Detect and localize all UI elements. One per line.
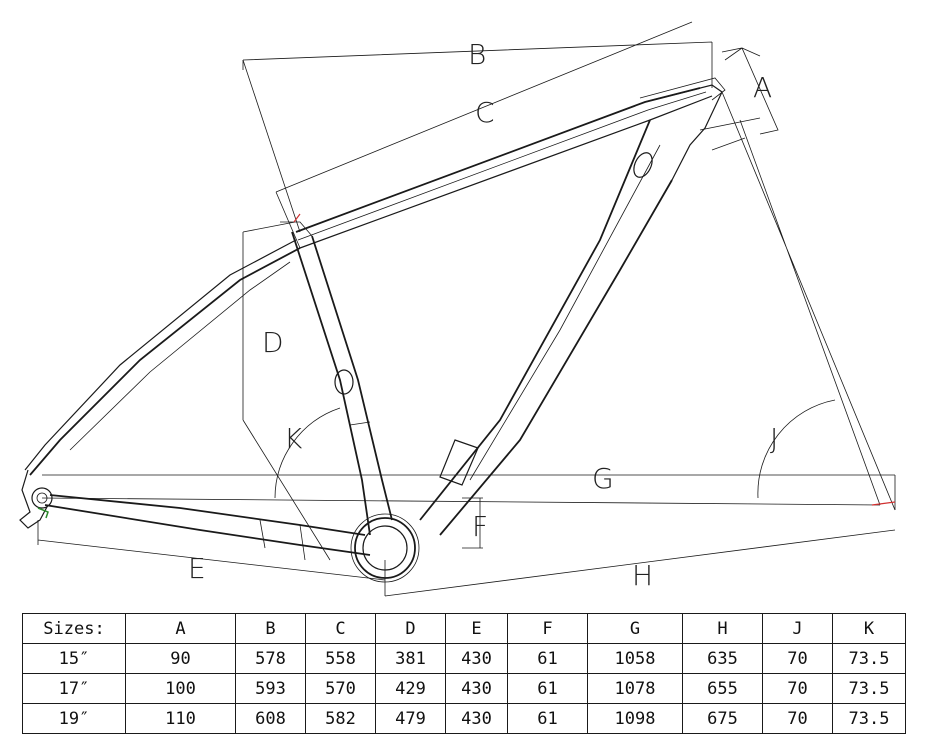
cell-f: 61 bbox=[507, 673, 588, 704]
label-h: H bbox=[632, 559, 653, 592]
cell-k: 73.5 bbox=[832, 643, 906, 674]
dimension-letters: A B C D E F G H J K bbox=[188, 38, 778, 592]
cell-size: 15″ bbox=[22, 643, 126, 674]
cell-c: 582 bbox=[305, 703, 376, 734]
label-d: D bbox=[262, 326, 284, 359]
cell-k: 73.5 bbox=[832, 703, 906, 734]
cell-a: 110 bbox=[125, 703, 236, 734]
cell-h: 655 bbox=[682, 673, 763, 704]
cell-d: 479 bbox=[375, 703, 446, 734]
label-j: J bbox=[770, 422, 778, 455]
header-k: K bbox=[832, 613, 906, 644]
bike-frame-drawing bbox=[19, 77, 761, 583]
header-f: F bbox=[507, 613, 588, 644]
cell-d: 429 bbox=[375, 673, 446, 704]
cell-a: 100 bbox=[125, 673, 236, 704]
table-row: 19″ 110 608 582 479 430 61 1098 675 70 7… bbox=[22, 703, 906, 734]
cell-b: 608 bbox=[235, 703, 306, 734]
header-e: E bbox=[445, 613, 508, 644]
cell-j: 70 bbox=[762, 643, 833, 674]
cell-g: 1078 bbox=[587, 673, 683, 704]
cell-h: 635 bbox=[682, 643, 763, 674]
header-d: D bbox=[375, 613, 446, 644]
cell-d: 381 bbox=[375, 643, 446, 674]
cell-h: 675 bbox=[682, 703, 763, 734]
label-k: K bbox=[284, 422, 303, 455]
cell-b: 578 bbox=[235, 643, 306, 674]
dimension-lines bbox=[37, 21, 896, 597]
cell-g: 1098 bbox=[587, 703, 683, 734]
cell-f: 61 bbox=[507, 703, 588, 734]
label-a: A bbox=[753, 71, 772, 104]
header-b: B bbox=[235, 613, 306, 644]
cell-e: 430 bbox=[445, 643, 508, 674]
header-a: A bbox=[125, 613, 236, 644]
size-specification-table: Sizes: A B C D E F G H J K 15″ 90 578 55… bbox=[22, 613, 906, 734]
header-j: J bbox=[762, 613, 833, 644]
label-b: B bbox=[468, 38, 486, 71]
header-sizes: Sizes: bbox=[22, 613, 126, 644]
cell-c: 570 bbox=[305, 673, 376, 704]
table-row: 15″ 90 578 558 381 430 61 1058 635 70 73… bbox=[22, 643, 906, 674]
cell-e: 430 bbox=[445, 703, 508, 734]
cell-j: 70 bbox=[762, 703, 833, 734]
cell-k: 73.5 bbox=[832, 673, 906, 704]
cell-size: 19″ bbox=[22, 703, 126, 734]
cell-j: 70 bbox=[762, 673, 833, 704]
label-e: E bbox=[188, 552, 206, 585]
cell-g: 1058 bbox=[587, 643, 683, 674]
bike-frame-geometry-diagram: A B C D E F G H J K bbox=[19, 21, 896, 597]
cell-size: 17″ bbox=[22, 673, 126, 704]
label-c: C bbox=[475, 96, 495, 129]
table-row: 17″ 100 593 570 429 430 61 1078 655 70 7… bbox=[22, 673, 906, 704]
cell-f: 61 bbox=[507, 643, 588, 674]
cell-a: 90 bbox=[125, 643, 236, 674]
label-f: F bbox=[472, 510, 488, 543]
cell-e: 430 bbox=[445, 673, 508, 704]
header-c: C bbox=[305, 613, 376, 644]
header-h: H bbox=[682, 613, 763, 644]
table-header-row: Sizes: A B C D E F G H J K bbox=[22, 613, 906, 644]
cell-c: 558 bbox=[305, 643, 376, 674]
header-g: G bbox=[587, 613, 683, 644]
cell-b: 593 bbox=[235, 673, 306, 704]
label-g: G bbox=[592, 462, 614, 495]
